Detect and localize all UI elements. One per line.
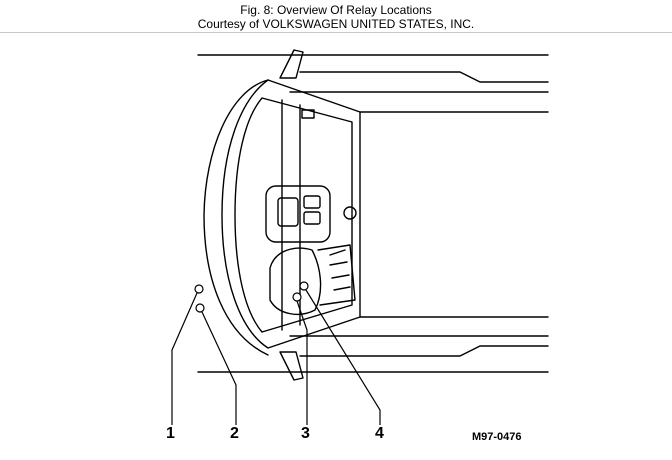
car-front-outline — [203, 79, 269, 356]
figure-title: Fig. 8: Overview Of Relay Locations — [240, 3, 432, 17]
leader-line-3 — [296, 300, 308, 425]
leader-line-2 — [201, 311, 237, 425]
relay-marker-3 — [292, 292, 302, 302]
steering-column — [317, 244, 356, 306]
relay-marker-1 — [194, 284, 204, 294]
callout-label-2: 2 — [230, 425, 239, 442]
leader-line-4 — [305, 289, 381, 425]
relay-panel-housing — [269, 247, 322, 316]
windshield-inner — [234, 97, 353, 333]
figure-courtesy: Courtesy of VOLKSWAGEN UNITED STATES, IN… — [197, 17, 475, 31]
figure-code: M97-0476 — [472, 431, 522, 443]
figure-header: Fig. 8: Overview Of Relay Locations Cour… — [0, 0, 672, 33]
callout-label-1: 1 — [166, 425, 175, 442]
windshield-frame — [221, 79, 361, 349]
instrument-cluster — [265, 185, 331, 243]
mirror-left — [279, 49, 304, 79]
side-window-top — [299, 71, 549, 83]
mirror-right — [279, 351, 304, 381]
car-body-outline — [197, 54, 549, 373]
relay-marker-4 — [299, 281, 309, 291]
leader-line-1 — [171, 292, 198, 425]
relay-marker-2 — [195, 303, 205, 313]
callout-label-3: 3 — [301, 425, 310, 442]
side-window-bottom — [299, 345, 549, 357]
relay-diagram — [171, 49, 549, 425]
roof-line — [359, 111, 549, 318]
callout-label-4: 4 — [375, 425, 384, 442]
